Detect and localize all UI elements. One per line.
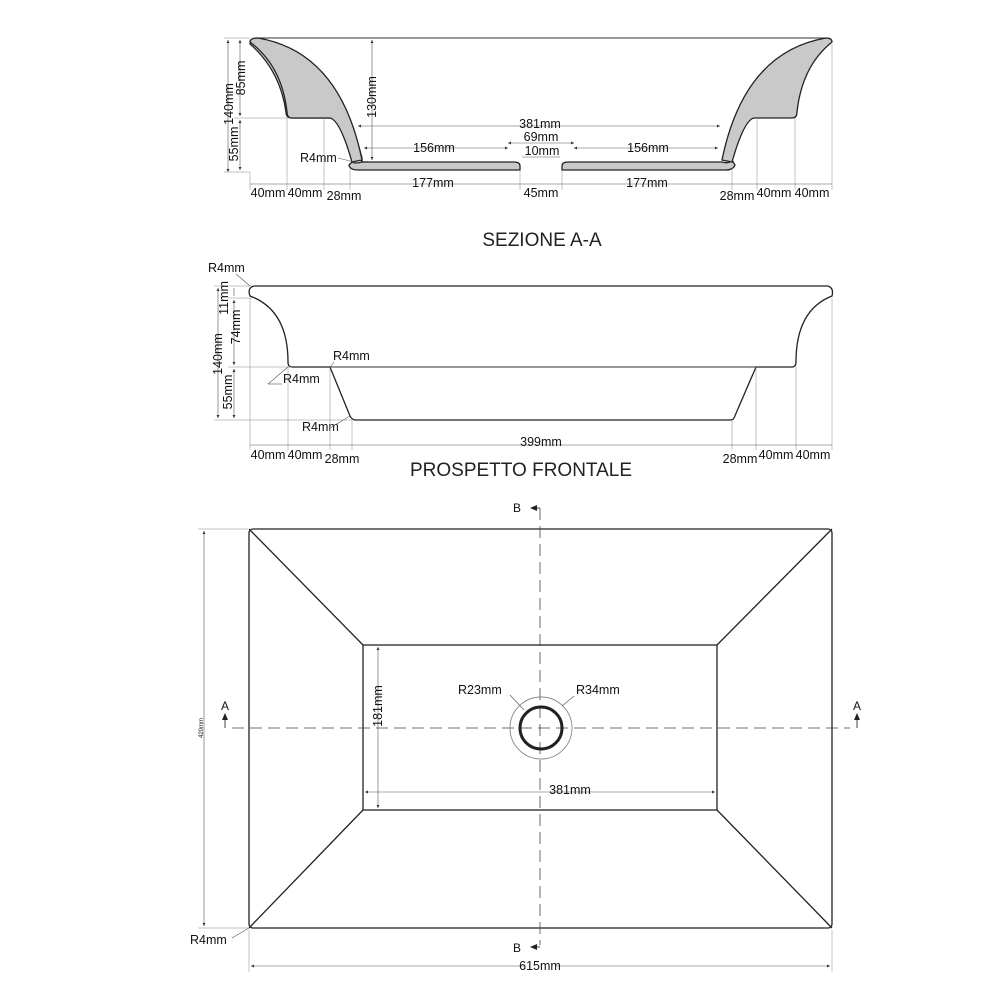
section-height-lower-label: 55mm <box>227 127 241 162</box>
section-marker-b-bottom: B <box>513 941 521 955</box>
section-height-upper-label: 85mm <box>234 61 248 96</box>
front-outline <box>248 285 834 421</box>
section-floor-radius-leader <box>337 157 355 163</box>
left-floor-section <box>348 161 521 171</box>
plan-corner-radius-leader <box>231 927 250 939</box>
front-bottom-left-outer: 40mm <box>251 448 286 462</box>
section-inner-width-label: 381mm <box>519 117 561 131</box>
section-floor-radius-label: R4mm <box>300 151 337 165</box>
front-base-height-label: 55mm <box>221 375 235 410</box>
front-rim-height-label: 11mm <box>217 281 231 315</box>
section-bottom-left-floor: 177mm <box>412 176 454 190</box>
section-view: 140mm 85mm 55mm 130mm 381mm 69mm 10mm 15… <box>222 37 833 251</box>
drain-outer-label: 69mm <box>524 130 559 144</box>
front-foot-radius-label: R4mm <box>302 420 339 434</box>
floor-right-label: 156mm <box>627 141 669 155</box>
front-bottom-right-slope: 28mm <box>723 452 758 466</box>
section-bottom-left-slope: 28mm <box>327 189 362 203</box>
section-marker-a-right: A <box>853 699 861 713</box>
section-bottom-right-floor: 177mm <box>626 176 668 190</box>
front-base-width-label: 399mm <box>520 435 562 449</box>
drain-outer-radius-leader <box>561 695 575 707</box>
drain-outer-radius-label: R34mm <box>576 683 620 697</box>
front-title: PROSPETTO FRONTALE <box>410 460 632 481</box>
section-height-total-label: 140mm <box>222 83 236 125</box>
plan-view: B B A A R23mm R34mm 181mm 381mm 420mm <box>190 501 861 973</box>
front-rim-radius-label: R4mm <box>208 261 245 275</box>
drain-inner-radius-label: R23mm <box>458 683 502 697</box>
section-marker-a-left: A <box>221 699 229 713</box>
drain-inner-radius-leader <box>509 694 525 711</box>
drain-outer-circle <box>509 696 573 760</box>
front-height-total-label: 140mm <box>211 333 225 375</box>
plan-corner-tl <box>248 528 364 646</box>
front-bottom-right-outer: 40mm <box>796 448 831 462</box>
section-arrow-a-right <box>854 713 860 720</box>
plan-corner-radius-label: R4mm <box>190 933 227 947</box>
drain-inner-circle <box>518 705 564 751</box>
section-arrow-a-left <box>222 713 228 720</box>
front-bottom-left-slope: 28mm <box>325 452 360 466</box>
plan-corner-br <box>716 809 833 929</box>
plan-overall-width-label: 615mm <box>519 959 561 973</box>
front-rim-radius-leader <box>235 273 251 287</box>
front-shoulder-radius-label: R4mm <box>333 349 370 363</box>
plan-inner-depth-label: 181mm <box>371 685 385 727</box>
section-bottom-right-slope: 28mm <box>720 189 755 203</box>
front-foot-radius-leader <box>329 415 351 429</box>
section-bottom-left-inner: 40mm <box>288 186 323 200</box>
section-bottom-right-outer: 40mm <box>795 186 830 200</box>
plan-corner-bl <box>248 809 364 929</box>
front-shoulder-left-radius-label: R4mm <box>283 372 320 386</box>
section-marker-b-top: B <box>513 501 521 515</box>
left-wall-profile <box>249 37 363 163</box>
section-bottom-drain: 45mm <box>524 186 559 200</box>
section-arrow-b-bottom <box>530 944 537 950</box>
front-shoulder-radius-leader <box>329 361 335 368</box>
basin-depth-label: 130mm <box>365 76 379 118</box>
right-floor-section <box>561 158 736 171</box>
front-shoulder-left-radius-leader <box>267 366 289 385</box>
plan-overall-width-label-bg <box>525 959 555 971</box>
right-wall-profile <box>721 37 833 163</box>
floor-left-label: 156mm <box>413 141 455 155</box>
section-bottom-right-inner: 40mm <box>757 186 792 200</box>
front-bottom-right-inner: 40mm <box>759 448 794 462</box>
section-title: SEZIONE A-A <box>482 230 602 251</box>
front-view: 140mm 11mm 74mm 55mm R4mm R4mm R4mm R4mm… <box>208 261 834 481</box>
plan-corner-tr <box>716 528 833 646</box>
plan-outer-rim <box>248 528 833 929</box>
plan-overall-depth-label: 420mm <box>199 718 205 738</box>
front-curve-height-label: 74mm <box>229 310 243 345</box>
drain-inner-label: 10mm <box>525 144 560 158</box>
section-arrow-b-top <box>530 505 537 511</box>
plan-inner-width-label: 381mm <box>549 783 591 797</box>
section-bottom-left-outer: 40mm <box>251 186 286 200</box>
front-bottom-left-inner: 40mm <box>288 448 323 462</box>
